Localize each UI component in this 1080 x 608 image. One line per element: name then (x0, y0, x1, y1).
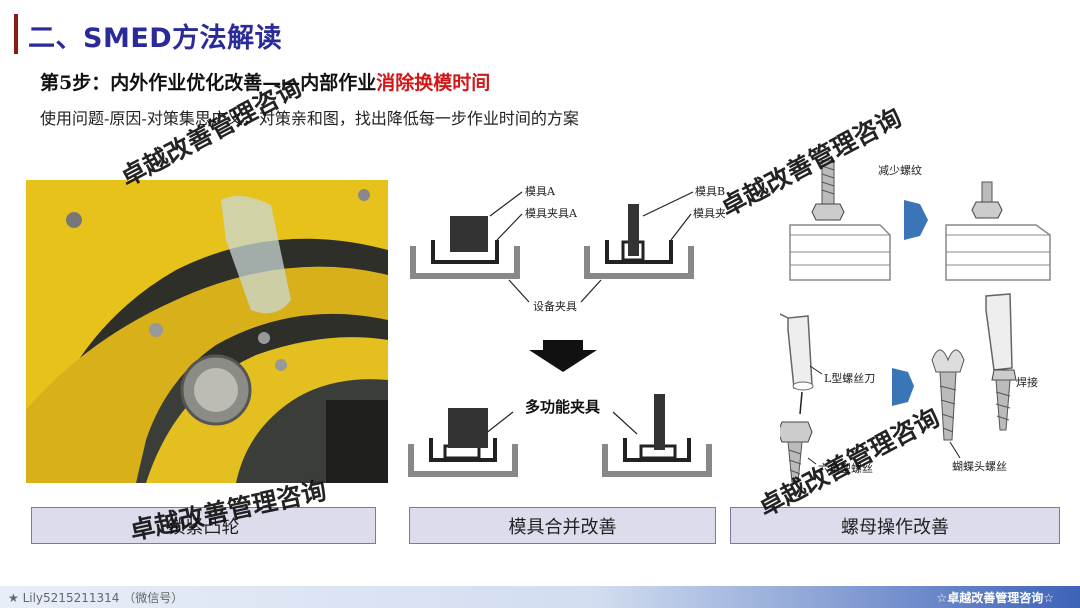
caption-die-merge: 模具合并改善 (409, 507, 716, 544)
step-highlight: 消除换模时间 (376, 72, 490, 94)
merged-mold-b (654, 394, 665, 450)
process-arrow-bottom-icon (892, 368, 914, 406)
mold-a-block (450, 216, 488, 252)
label-mold-a: 模具A (525, 185, 556, 198)
die-merge-diagram: 模具A 模具夹具A 模具B 模具夹具B 设备夹具 多功能夹具 (405, 180, 725, 490)
label-butterfly-screw: 蝴蝶头螺丝 (952, 459, 1007, 473)
label-mold-clamp-b: 模具夹具B (693, 207, 725, 220)
step-description: 使用问题-原因-对策集思广义，对策亲和图，找出降低每一步作业时间的方案 (40, 105, 579, 129)
label-mold-clamp-a: 模具夹具A (525, 207, 578, 220)
label-l-wrench: L型螺丝刀 (824, 371, 875, 385)
label-multi-clamp: 多功能夹具 (525, 398, 600, 416)
merged-mold-a (448, 408, 488, 448)
footer-left-text: Lily5215211314 （微信号） (23, 591, 184, 605)
plate-after (946, 225, 1050, 280)
step-prefix: 第5步：内外作业优化改善——内部作业 (40, 72, 376, 94)
process-arrow-top-icon (904, 200, 928, 240)
short-bolt-icon (972, 182, 1002, 218)
title-accent-bar (14, 14, 18, 54)
cam-lock-photo (26, 180, 388, 483)
welded-l-wrench-icon (986, 294, 1016, 430)
label-equipment-clamp: 设备夹具 (533, 299, 577, 313)
l-wrench-icon (788, 316, 812, 388)
footer-brand: ☆卓越改善管理咨询☆ (936, 589, 1054, 606)
star-icon: ★ (8, 591, 23, 605)
plate-before (790, 225, 890, 280)
cam-lock-illustration (26, 180, 388, 483)
label-weld: 焊接 (1016, 375, 1038, 389)
label-reduce-thread: 减少螺纹 (878, 163, 922, 177)
mold-b-block (628, 204, 639, 256)
page-title: 二、SMED方法解读 (28, 16, 282, 55)
down-arrow-icon (529, 340, 597, 372)
footer-wechat-id: ★ Lily5215211314 （微信号） (8, 589, 183, 606)
